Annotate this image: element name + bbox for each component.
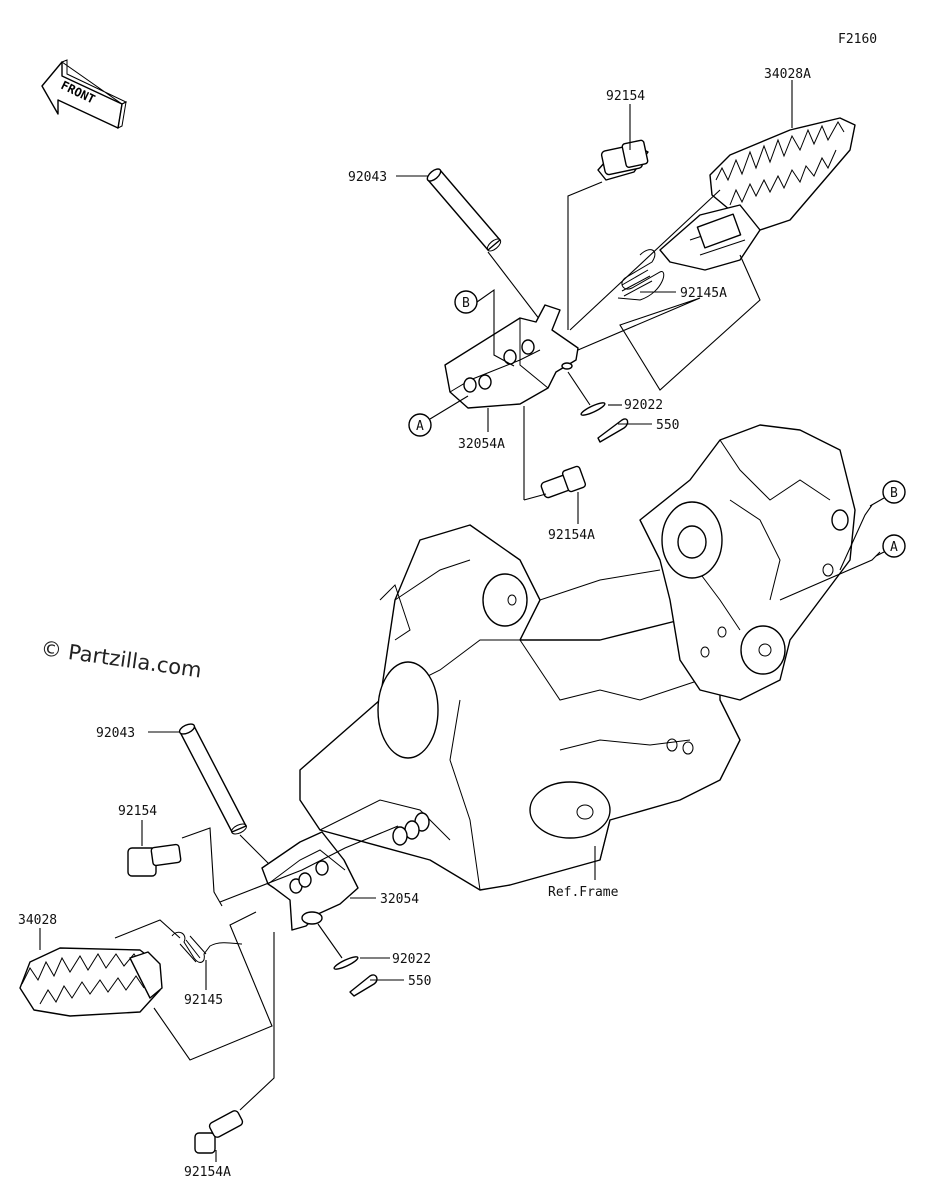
- bracket-32054: [261, 831, 359, 931]
- pin-92043-upper: [426, 168, 502, 252]
- cotter-pin-550-upper: [597, 418, 629, 443]
- label-92022-upper: 92022: [624, 398, 663, 413]
- callout-b-right-letter: B: [890, 486, 898, 501]
- spring-92145: [171, 931, 243, 963]
- bracket-32054a: [444, 304, 579, 409]
- label-ref-frame: Ref.Frame: [548, 885, 619, 900]
- label-92154a-lower: 92154A: [184, 1165, 231, 1180]
- label-550-lower: 550: [408, 974, 431, 989]
- bolt-92154-upper: [597, 139, 649, 181]
- label-92154-upper: 92154: [606, 89, 645, 104]
- label-92022-lower: 92022: [392, 952, 431, 967]
- bolt-92154a-lower: [194, 1110, 244, 1154]
- callout-a-left: A: [408, 413, 432, 437]
- callout-b-left: B: [454, 290, 478, 314]
- label-34028: 34028: [18, 913, 57, 928]
- label-34028a: 34028A: [764, 67, 811, 82]
- footpeg-34028a: [659, 117, 856, 271]
- pin-92043-lower: [178, 723, 247, 835]
- label-92154-lower: 92154: [118, 804, 157, 819]
- label-32054: 32054: [380, 892, 419, 907]
- bolt-92154-lower: [127, 843, 182, 877]
- callout-a-right: A: [882, 534, 906, 558]
- label-92043-upper: 92043: [348, 170, 387, 185]
- label-92145: 92145: [184, 993, 223, 1008]
- bolt-92154a-upper: [540, 465, 587, 499]
- main-frame: [299, 424, 856, 891]
- cotter-pin-550-lower: [349, 974, 378, 997]
- front-arrow-icon: FRONT: [41, 59, 128, 129]
- spring-92145a: [617, 249, 665, 301]
- callout-b-left-letter: B: [462, 296, 470, 311]
- washer-92022-lower: [333, 956, 359, 970]
- footpeg-34028: [19, 947, 163, 1017]
- label-32054a: 32054A: [458, 437, 505, 452]
- label-92154a-upper: 92154A: [548, 528, 595, 543]
- label-550-upper: 550: [656, 418, 679, 433]
- label-92043-lower: 92043: [96, 726, 135, 741]
- label-92145a: 92145A: [680, 286, 727, 301]
- callout-a-left-letter: A: [416, 419, 424, 434]
- callout-a-right-letter: A: [890, 540, 898, 555]
- watermark: © Partzilla.com: [39, 636, 203, 682]
- figure-code: F2160: [838, 32, 877, 47]
- washer-92022-upper: [580, 402, 606, 416]
- callout-b-right: B: [882, 480, 906, 504]
